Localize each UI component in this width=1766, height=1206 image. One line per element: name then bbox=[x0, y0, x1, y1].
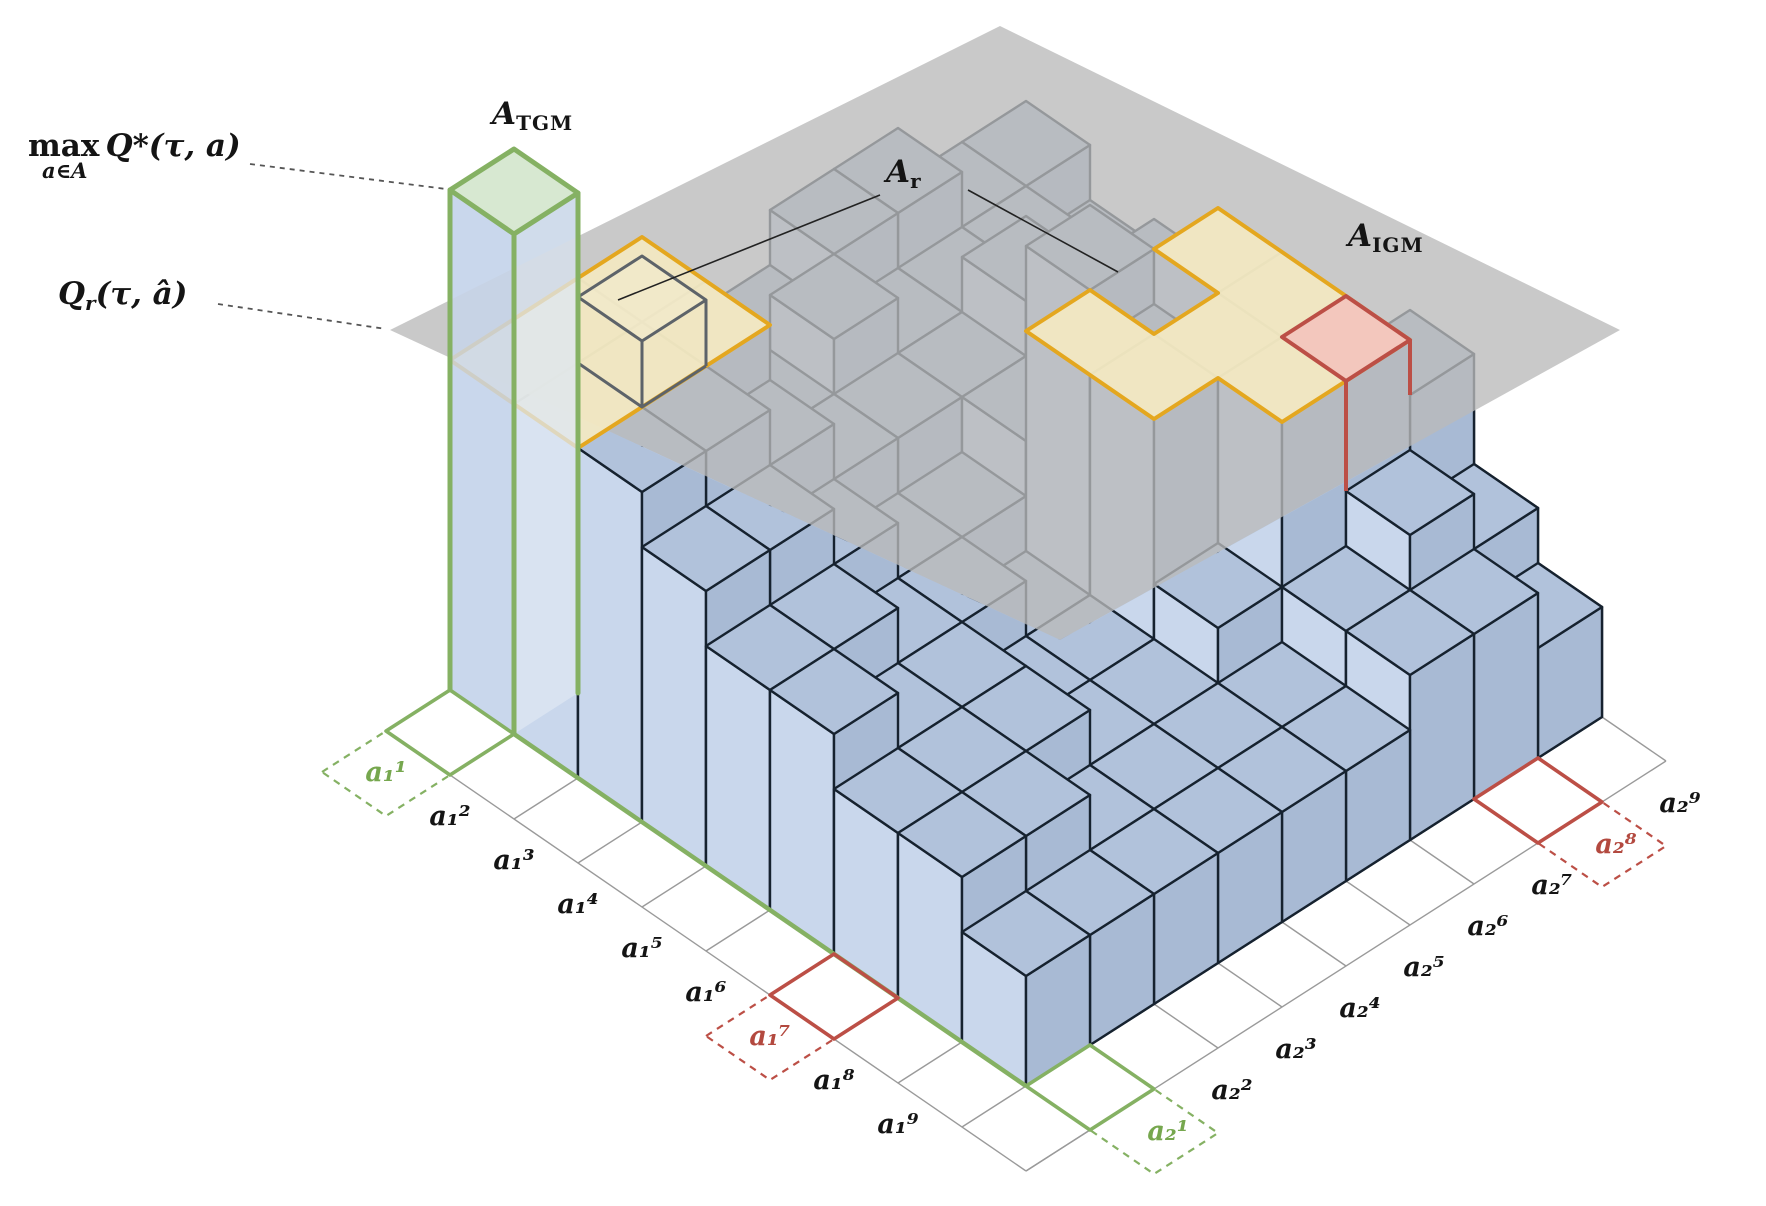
axis-label-a2-1: a₂¹ bbox=[1147, 1116, 1188, 1147]
a-igm-base: A bbox=[1348, 218, 1373, 254]
axis-label-a2-7: a₂⁷ bbox=[1531, 870, 1572, 901]
label-a-igm: AIGM bbox=[1348, 218, 1424, 257]
axis-label-a1-9: a₁⁹ bbox=[877, 1109, 918, 1140]
axis-label-a1-2: a₁² bbox=[429, 801, 470, 832]
label-a-r: Ar bbox=[886, 154, 922, 193]
highlight-cell-a1-7 bbox=[768, 952, 900, 1041]
qr-plane bbox=[390, 26, 1620, 640]
a-r-base: A bbox=[886, 154, 911, 190]
highlight-cell-a2-1 bbox=[1024, 1043, 1156, 1132]
axis-label-a1-8: a₁⁸ bbox=[813, 1065, 854, 1096]
a-tgm-subscript: TGM bbox=[516, 111, 574, 135]
axis-label-a2-8: a₂⁸ bbox=[1595, 829, 1636, 860]
qr-base: Q bbox=[58, 276, 86, 312]
axis-label-a2-5: a₂⁵ bbox=[1403, 952, 1444, 983]
axis-label-a2-9: a₂⁹ bbox=[1659, 788, 1700, 819]
qr-expression: (τ, â) bbox=[95, 276, 188, 312]
axis-labels: a₁¹ a₁² a₁³ a₁⁴ a₁⁵ a₁⁶ a₁⁷ a₁⁸ a₁⁹ a₂¹ a₂² a₂³ a₂⁴ a… bbox=[320, 688, 1701, 1176]
formula-qr: Qr(τ, â) bbox=[58, 276, 187, 315]
axis-label-a2-6: a₂⁶ bbox=[1467, 911, 1508, 942]
ar-pointer-left bbox=[617, 194, 881, 301]
ar-pointer-right bbox=[967, 189, 1119, 273]
tgm-projection-path bbox=[512, 732, 1028, 1088]
a-tgm-base: A bbox=[492, 96, 517, 132]
axis-label-a2-2: a₂² bbox=[1211, 1075, 1252, 1106]
max-expression: Q*(τ, a) bbox=[105, 128, 241, 164]
axis-label-a1-4: a₁⁴ bbox=[557, 889, 598, 920]
axis-label-a1-7: a₁⁷ bbox=[749, 1021, 790, 1052]
axis-label-a1-1: a₁¹ bbox=[365, 757, 406, 788]
highlight-cell-a1-1 bbox=[384, 688, 516, 777]
axis-label-a1-3: a₁³ bbox=[493, 845, 534, 876]
callout-qr bbox=[217, 303, 387, 330]
qr-subscript: r bbox=[85, 291, 96, 315]
atgm-column bbox=[447, 146, 1028, 1088]
formula-max-q: max Q*(τ, a) a∈A bbox=[28, 128, 241, 183]
max-subscript-condition: a∈A bbox=[42, 158, 88, 183]
a-igm-subscript: IGM bbox=[1372, 233, 1424, 257]
callout-max-q bbox=[249, 163, 447, 190]
axis-label-a1-6: a₁⁶ bbox=[685, 977, 726, 1008]
axis-label-a2-3: a₂³ bbox=[1275, 1034, 1316, 1065]
a-r-subscript: r bbox=[910, 169, 922, 193]
max-operator: max bbox=[28, 128, 100, 164]
label-a-tgm: ATGM bbox=[492, 96, 573, 135]
axis-label-a1-5: a₁⁵ bbox=[621, 933, 662, 964]
highlight-cell-a2-8 bbox=[1472, 756, 1604, 845]
axis-label-a2-4: a₂⁴ bbox=[1339, 993, 1380, 1024]
